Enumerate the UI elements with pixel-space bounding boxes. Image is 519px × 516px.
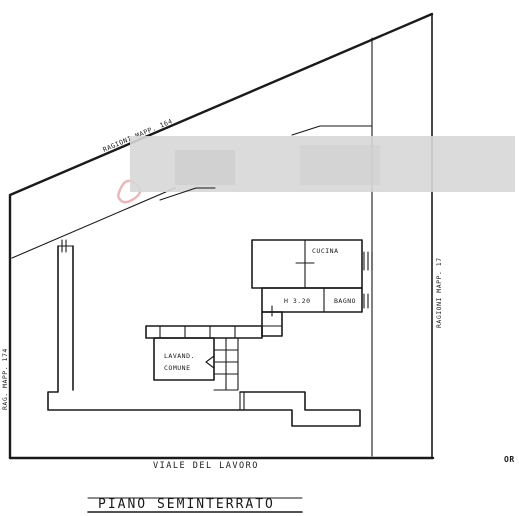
lot-boundary <box>8 12 435 460</box>
roof-outline <box>159 125 373 201</box>
drawing-title: PIANO SEMINTERRATO <box>98 497 275 512</box>
room-kitchen <box>251 239 363 289</box>
label-height: H 3.20 <box>284 297 310 305</box>
label-orientation: OR <box>504 455 515 464</box>
basement-walls <box>47 239 361 427</box>
room-bathroom <box>261 287 363 313</box>
corridor <box>261 305 283 337</box>
label-street: VIALE DEL LAVORO <box>153 461 259 471</box>
boundary-label-right: RAGIONI MAPP. 17 <box>435 257 443 328</box>
label-kitchen: CUCINA <box>312 247 338 255</box>
label-laundry-line1: LAVAND. <box>164 352 195 360</box>
label-laundry-line2: COMUNE <box>164 364 190 372</box>
label-bathroom: BAGNO <box>334 297 356 305</box>
boundary-label-left: RAG. MAPP. 174 <box>1 348 9 410</box>
